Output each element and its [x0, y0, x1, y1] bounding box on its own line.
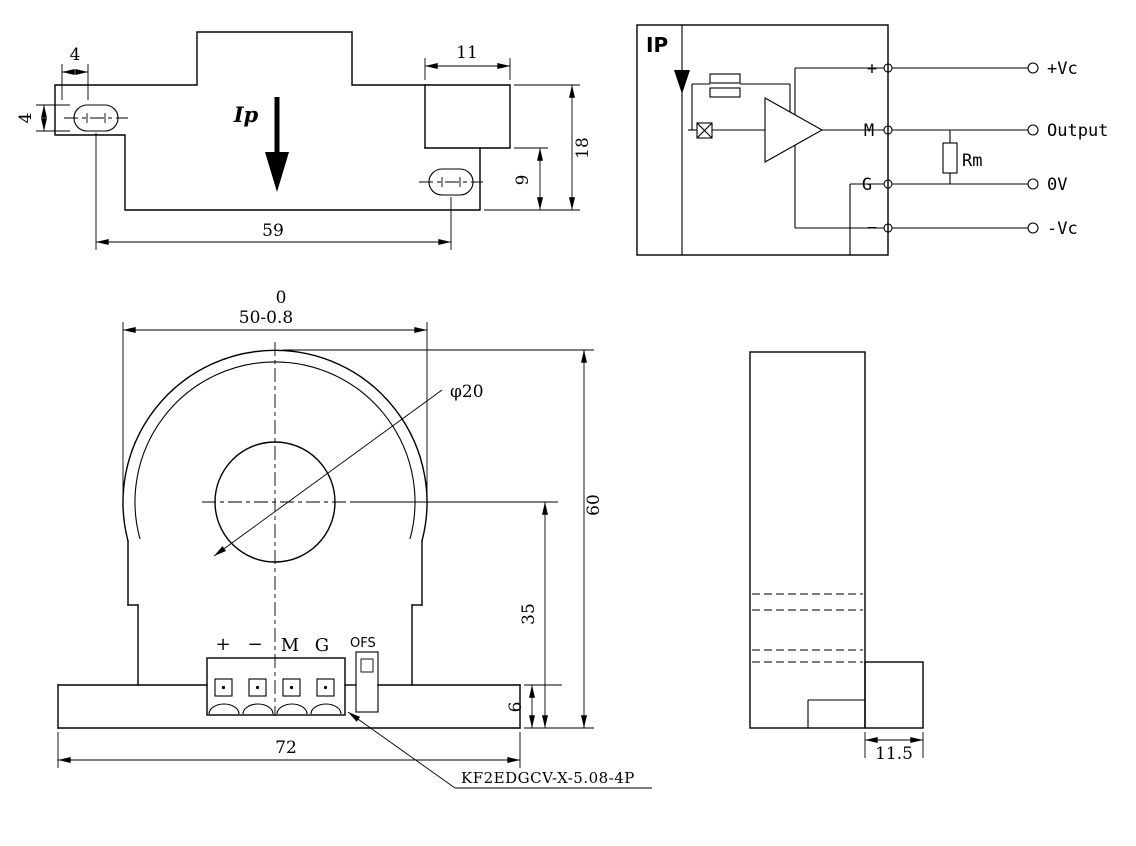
offset-trimmer — [355, 651, 379, 713]
dim-text-72: 72 — [275, 738, 297, 758]
side-view-terminal-block — [807, 661, 924, 729]
connector-callout: KF2EDGCV-X-5.08-4P — [347, 711, 652, 789]
dim-text-59: 59 — [262, 221, 284, 241]
front-terminal-m: M — [281, 635, 299, 656]
mounting-slot-left — [64, 104, 128, 132]
connector-part-number: KF2EDGCV-X-5.08-4P — [461, 769, 635, 787]
circuit-enclosure — [636, 24, 889, 256]
dim-text-60: 60 — [584, 494, 604, 516]
ip-label-circuit: IP — [646, 33, 668, 57]
dim-text-50-tol: 0 — [276, 288, 287, 308]
circuit-diagram: IP — [636, 24, 1108, 256]
primary-current-arrow — [265, 97, 289, 192]
centerlines — [202, 342, 350, 716]
dim-text-11-5: 11.5 — [875, 744, 913, 764]
dim-base-6: 6 — [506, 684, 562, 729]
dim-width-50: 0 50-0.8 — [122, 288, 428, 496]
primary-conductor-line — [674, 25, 690, 255]
output-0v-label: 0V — [1047, 175, 1067, 195]
amplifier-icon — [712, 97, 824, 163]
dim-depth-11-5: 11.5 — [864, 732, 924, 764]
front-view: + − M G OFS 0 50-0.8 φ20 60 — [57, 288, 652, 789]
front-terminal-g: G — [315, 635, 329, 656]
dim-height-60: 60 — [282, 349, 604, 729]
dim-text-6: 6 — [506, 702, 526, 713]
dim-slot-length-4: 4 — [61, 45, 89, 100]
base-flange-outline — [57, 684, 521, 729]
dim-notch-11: 11 — [424, 43, 511, 80]
front-terminal-plus: + — [215, 634, 230, 655]
supply-wiring — [794, 67, 884, 255]
hall-element-icon — [688, 122, 713, 139]
load-resistor-icon — [942, 130, 958, 184]
dim-text-11: 11 — [456, 43, 478, 63]
dim-center-35: 35 — [350, 501, 558, 729]
output-wiring — [892, 62, 1039, 234]
terminal-minus-label: − — [867, 218, 877, 238]
front-terminal-minus: − — [247, 634, 262, 655]
side-view-body — [749, 351, 866, 729]
mounting-slot-right — [419, 168, 483, 196]
terminal-plus-label: + — [867, 59, 877, 79]
output-vc-minus-label: -Vc — [1047, 219, 1078, 239]
load-resistor-label: Rm — [962, 151, 982, 171]
dim-slot-width-4: 4 — [16, 104, 70, 132]
dim-height-9: 9 — [513, 147, 548, 211]
dim-text-phi20: φ20 — [450, 382, 484, 402]
dim-span-59: 59 — [95, 133, 452, 250]
dim-text-4h: 4 — [70, 45, 81, 65]
feedback-resistor-icon — [691, 73, 791, 130]
ip-label-top-view: Ip — [233, 102, 259, 127]
dim-text-4v: 4 — [16, 113, 36, 124]
dim-text-18: 18 — [573, 137, 593, 159]
output-vc-plus-label: +Vc — [1047, 59, 1078, 79]
terminal-g-label: G — [862, 175, 872, 195]
offset-trimmer-label: OFS — [350, 636, 376, 651]
side-view-hidden-lines — [752, 593, 863, 663]
dim-base-72: 72 — [57, 732, 521, 768]
top-view-outline — [54, 31, 511, 211]
dim-aperture-phi20: φ20 — [213, 382, 484, 557]
terminal-m-label: M — [864, 121, 874, 141]
dim-text-50: 50-0.8 — [239, 308, 293, 328]
dim-text-9: 9 — [513, 175, 533, 186]
dim-height-18: 18 — [484, 84, 593, 211]
output-signal-label: Output — [1047, 121, 1108, 141]
terminal-block — [206, 657, 346, 716]
dim-text-35: 35 — [519, 603, 539, 625]
side-view: 11.5 — [749, 351, 924, 764]
top-view: Ip 4 4 11 18 9 — [16, 31, 593, 250]
